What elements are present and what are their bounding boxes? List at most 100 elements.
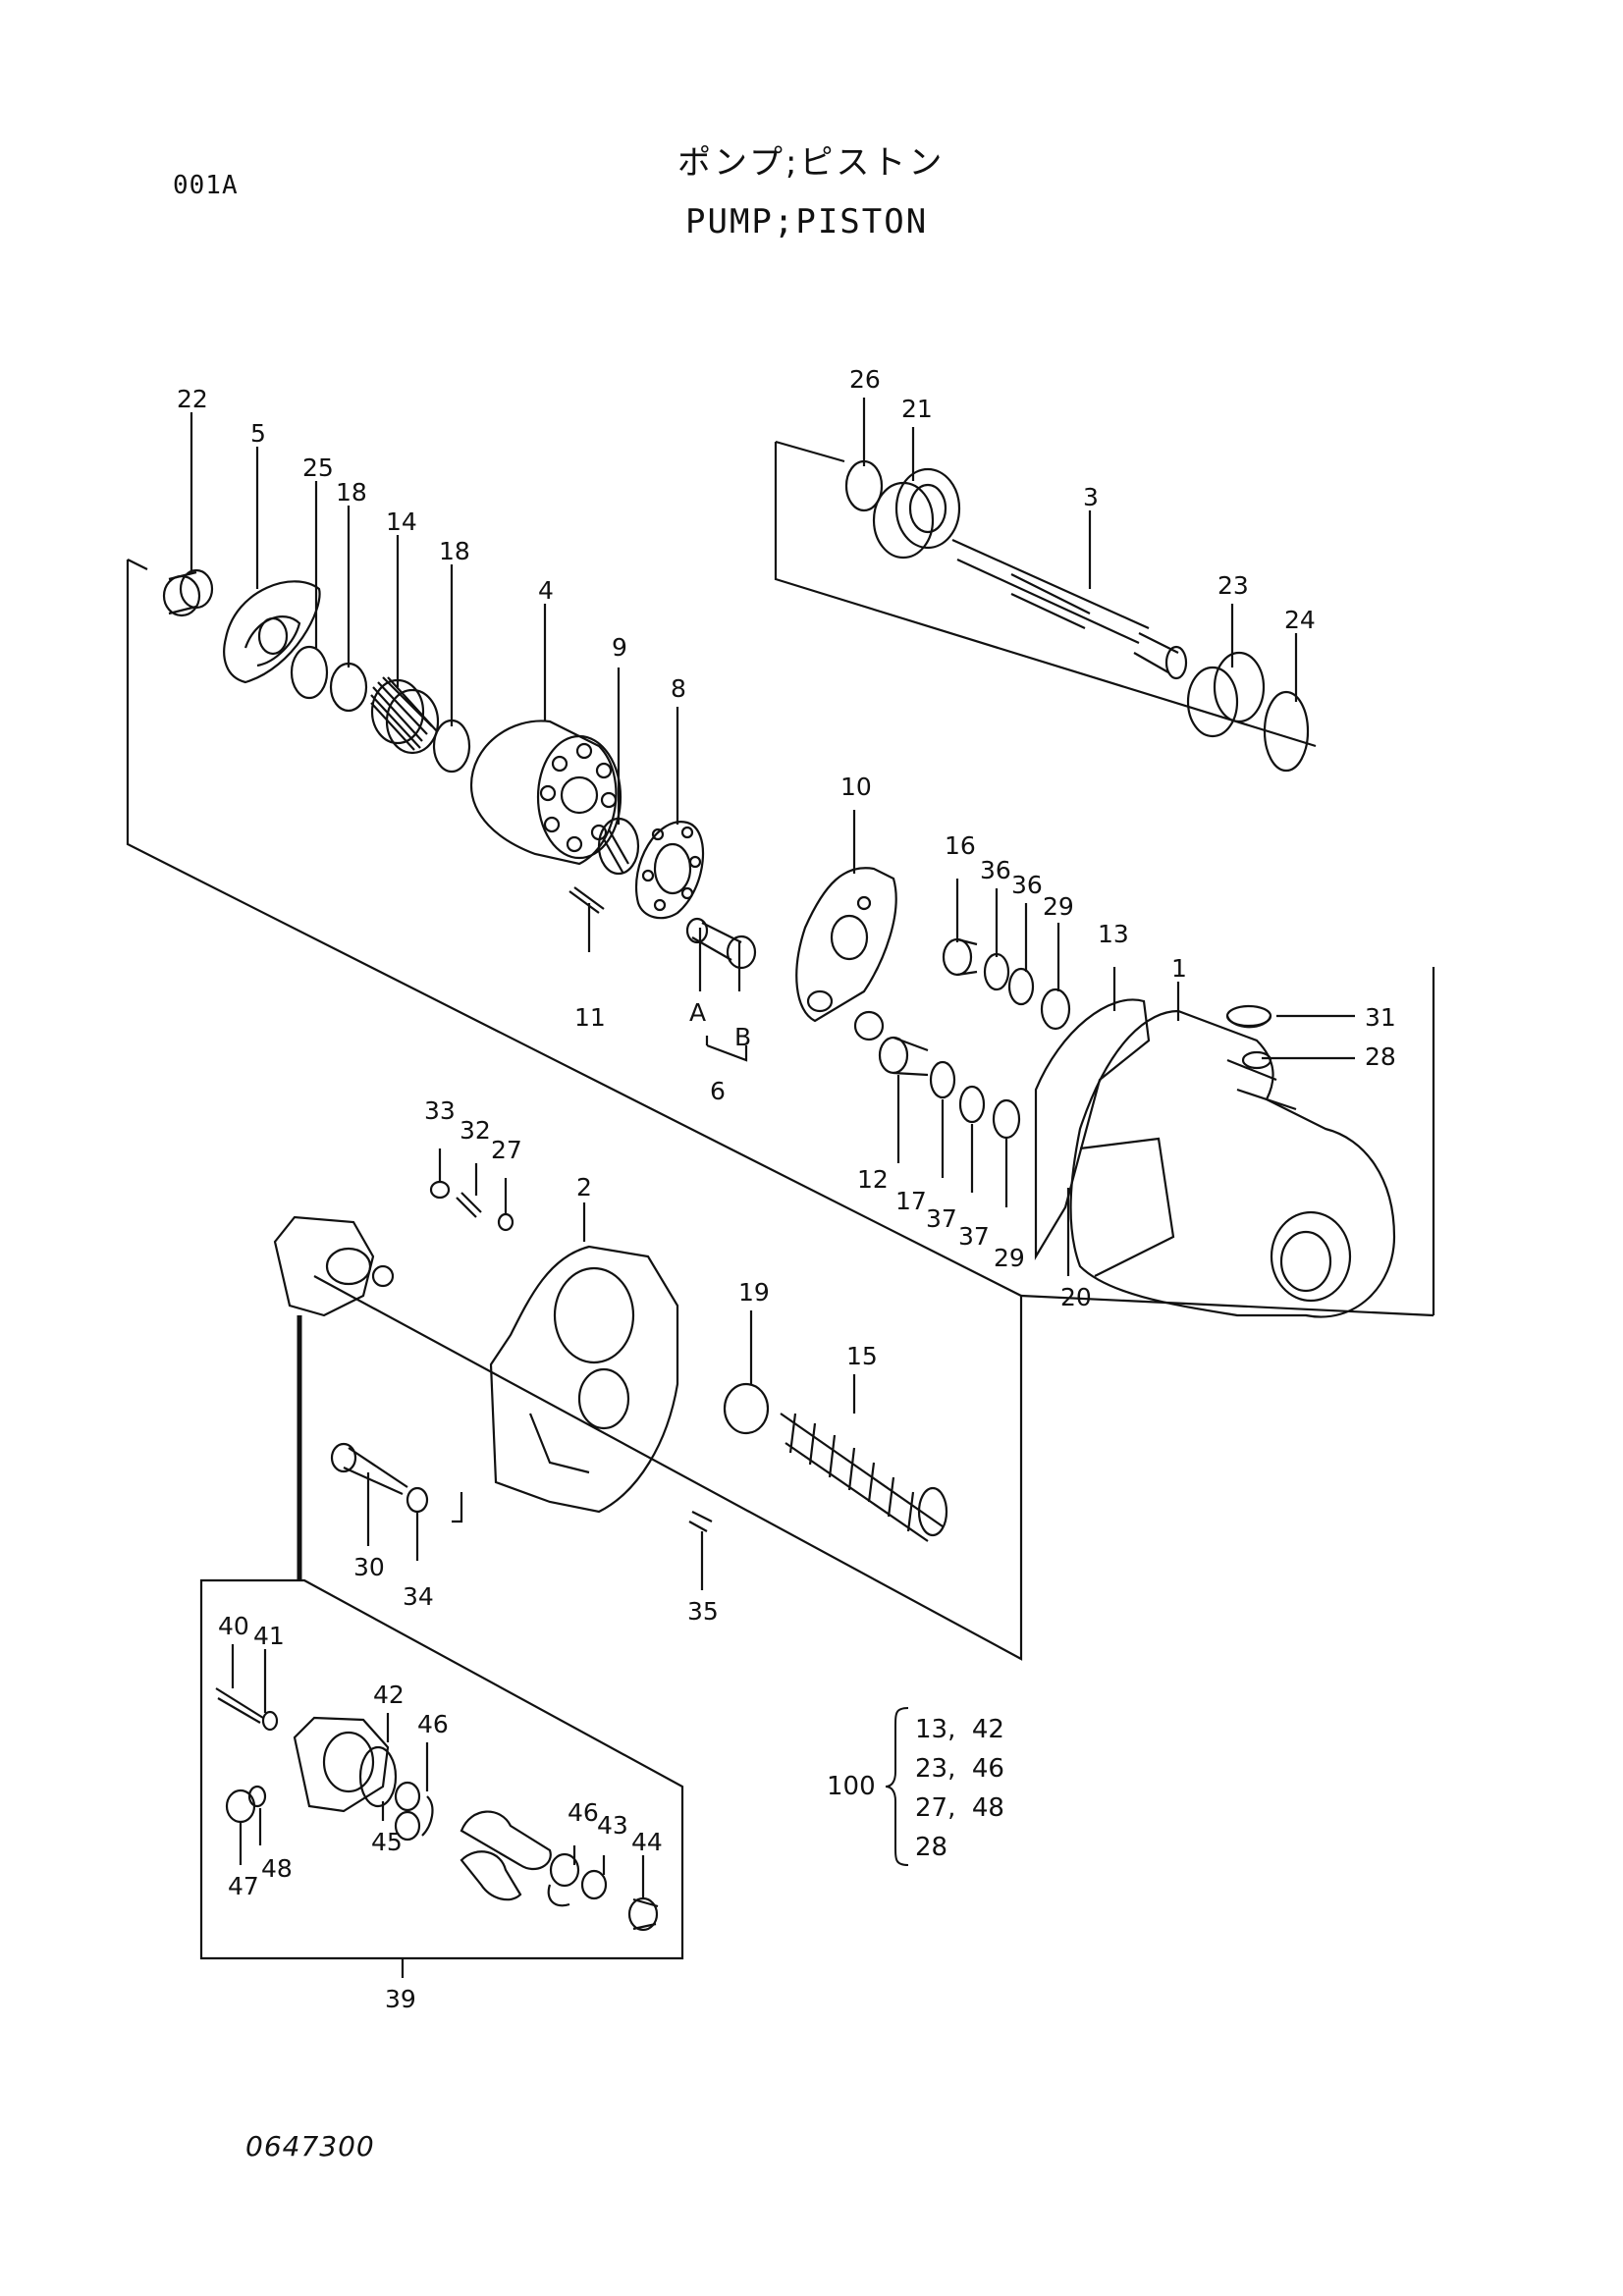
part-27-oring [497, 1212, 514, 1232]
callout-36b: 36 [1011, 871, 1043, 899]
kit-contents-list: 13, 42 23, 46 27, 48 28 [915, 1710, 1004, 1867]
callout-19: 19 [738, 1278, 770, 1307]
callout-2: 2 [576, 1173, 592, 1201]
part-18-washer-b [432, 719, 471, 774]
callout-24: 24 [1284, 606, 1316, 634]
part-44-sleeve [627, 1896, 659, 1932]
part-35-pin [688, 1511, 713, 1532]
kit-row: 27, 48 [915, 1793, 1004, 1823]
callout-20: 20 [1060, 1283, 1092, 1311]
part-28-oring [1241, 1050, 1272, 1070]
callout-35: 35 [687, 1597, 719, 1626]
callout-10: 10 [840, 773, 872, 801]
part-33-nut [429, 1180, 451, 1200]
part-21-ball-bearing [872, 467, 961, 560]
callout-18b: 18 [439, 537, 470, 565]
callout-29b: 29 [994, 1244, 1025, 1272]
part-19-seat [723, 1382, 770, 1435]
callout-11: 11 [574, 1003, 606, 1032]
part-gear-pair [460, 1810, 552, 1901]
callout-43: 43 [597, 1811, 628, 1840]
part-16-stopper [942, 937, 978, 977]
callout-40: 40 [218, 1612, 249, 1640]
part-42-oring [358, 1745, 398, 1808]
part-40-bolt [215, 1687, 264, 1724]
part-2-cover [489, 1245, 679, 1514]
part-1-housing [1069, 1009, 1396, 1318]
callout-14: 14 [386, 507, 417, 536]
callout-34: 34 [403, 1582, 434, 1611]
part-36-washer-a [983, 952, 1010, 991]
callout-36a: 36 [980, 856, 1011, 884]
kit-brace [885, 1707, 909, 1866]
callout-37a: 37 [926, 1204, 957, 1233]
part-15-spring [780, 1413, 948, 1542]
part-25-snap-ring [290, 645, 329, 700]
callout-33: 33 [424, 1096, 456, 1125]
part-29-ring-a [1040, 988, 1071, 1031]
callout-18a: 18 [336, 478, 367, 507]
part-8-retainer-plate [635, 821, 705, 920]
part-9-spherical-bush [597, 817, 640, 876]
callout-15: 15 [846, 1342, 878, 1370]
kit-number: 100 [827, 1772, 876, 1801]
part-10-cradle [795, 867, 897, 1023]
callout-3: 3 [1083, 483, 1099, 511]
callout-31: 31 [1365, 1003, 1396, 1032]
callout-41: 41 [253, 1622, 285, 1650]
callout-44: 44 [631, 1828, 663, 1856]
callout-30: 30 [353, 1553, 385, 1581]
callout-37b: 37 [958, 1222, 990, 1251]
callout-47: 47 [228, 1872, 259, 1900]
callout-22: 22 [177, 385, 208, 413]
part-41-washer [261, 1710, 279, 1732]
part-37-washer-b [958, 1085, 986, 1124]
part-14-spring [370, 676, 440, 755]
group-outline-housing [313, 1275, 1023, 1661]
callout-28: 28 [1365, 1042, 1396, 1071]
callout-42: 42 [373, 1681, 405, 1709]
callout-17: 17 [895, 1187, 927, 1215]
callout-46a: 46 [417, 1710, 449, 1738]
callout-8: 8 [671, 674, 686, 703]
callout-45: 45 [371, 1828, 403, 1856]
callout-5: 5 [250, 419, 266, 448]
callout-9: 9 [612, 633, 627, 662]
group-outline-kit39 [199, 1578, 684, 1960]
part-5-swash-plate [223, 580, 321, 684]
part-4-cylinder-block [469, 720, 622, 866]
title-english: PUMP;PISTON [685, 202, 929, 241]
part-kit-housing [293, 1716, 390, 1813]
part-34-washer [406, 1486, 429, 1514]
callout-6: 6 [710, 1077, 726, 1105]
callout-B: B [734, 1023, 751, 1051]
kit-row: 28 [915, 1833, 948, 1862]
callout-21: 21 [901, 395, 933, 423]
callout-48: 48 [261, 1854, 293, 1883]
part-23-roller-bearing [1186, 651, 1266, 738]
callout-12: 12 [857, 1165, 889, 1194]
part-24-snap-ring [1263, 690, 1310, 773]
callout-39: 39 [385, 1985, 416, 2013]
drawing-number: 0647300 [245, 2130, 375, 2163]
callout-4: 4 [538, 576, 554, 605]
callout-27: 27 [491, 1136, 522, 1164]
callout-25: 25 [302, 454, 334, 482]
page-code: 001A [173, 171, 239, 200]
title-japanese: ポンプ;ピストン [677, 143, 946, 183]
callout-46b: 46 [568, 1798, 599, 1827]
part-12-ball [853, 1010, 885, 1041]
callout-1: 1 [1171, 954, 1187, 983]
part-6-piston [685, 917, 757, 970]
part-3-shaft [951, 538, 1188, 680]
part-17-piston [878, 1036, 929, 1077]
callout-13: 13 [1098, 920, 1129, 948]
callout-23: 23 [1217, 571, 1249, 600]
callout-32: 32 [460, 1116, 491, 1145]
part-32-screw [456, 1192, 482, 1218]
part-22-needle-bearing [162, 568, 214, 617]
group-outline-rotating [126, 559, 1435, 1315]
kit-row: 23, 46 [915, 1754, 1004, 1784]
part-43-washer [580, 1869, 608, 1900]
